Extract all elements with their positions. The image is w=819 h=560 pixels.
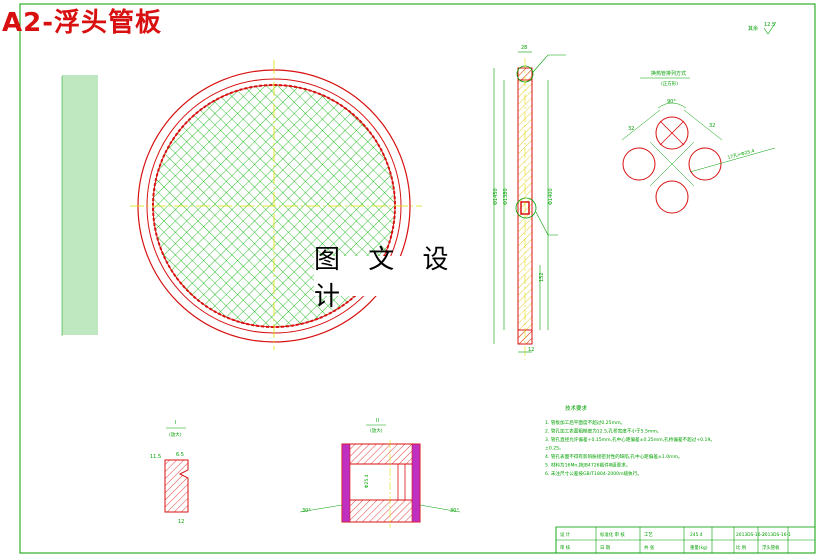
tubesheet-section-view: Φ1450 Φ1380 Φ1400 152 28 12 [493, 45, 566, 360]
roughness-value: 12.5 [764, 22, 775, 28]
detail-circle-2 [515, 197, 537, 219]
roughness-note: 其余 [748, 25, 758, 32]
tube-hole-left [622, 147, 656, 181]
detail-2-right-edge [411, 443, 421, 523]
detail-2-angle-right [419, 504, 461, 513]
title-block-cell: 工艺 [644, 532, 653, 538]
detail-2-label: II [376, 418, 379, 424]
dim-thickness-bottom: 12 [528, 347, 534, 353]
tube-hole-bottom [655, 180, 689, 214]
detail-1-dim-a: 11.5 [150, 454, 161, 460]
tube-hole-ladder [61, 75, 98, 336]
detail-2-dim-v: Φ25.4 [364, 474, 370, 488]
tech-req-item: 4. 管孔表面不得有影响胀接密封性的缺陷,孔中心距偏差±1.0mm。 [545, 453, 683, 460]
title-block-cell: 设 计 [560, 531, 571, 538]
tube-layout-title: 换热管排列方式 [651, 70, 686, 77]
tube-cross-b [659, 120, 685, 146]
tube-layout-subtitle: (正方形) [661, 80, 678, 87]
dim-thickness-top: 28 [521, 45, 527, 51]
title-block-cell: 日 期 [600, 545, 611, 551]
tube-angle: 90° [667, 99, 676, 105]
drawing-frame [19, 3, 816, 554]
tech-req-item: 5. 材料为16Mn,按JB4726锻件Ⅲ级要求。 [545, 462, 630, 469]
detail-1-dim-c: 12 [178, 519, 184, 525]
title-block-cell: 2013DS-16-1 [762, 532, 791, 538]
tech-req-item: ±0.25。 [545, 446, 564, 452]
title-block-cell: 245.4 [690, 532, 703, 538]
dim-dia-inner: Φ1380 [503, 188, 509, 205]
detail-2-angle-left [299, 504, 343, 513]
drawing-title: A2-浮头管板 [2, 8, 163, 38]
title-block-cell: 共 张 [644, 544, 655, 551]
detail-view-2: II (放大) 30° 30° Φ25.4 [299, 418, 461, 528]
detail-1-scale: (放大) [169, 431, 182, 438]
detail-1-label: I [175, 420, 176, 426]
roughness-check-icon [763, 21, 777, 35]
tech-req-item: 1. 管板加工后平面度不超过0.25mm。 [545, 419, 625, 426]
pitch-dim-left [621, 109, 661, 141]
angle-arc [657, 102, 687, 109]
detail-view-1: I (放大) 11.5 6.5 12 [150, 420, 189, 525]
detail-2-bottom-wall [341, 499, 421, 523]
tech-req-item: 2. 管孔加工表面粗糙度为12.5,孔桥宽度不小于5.5mm。 [545, 428, 661, 435]
detail-2-angle-left-text: 30° [302, 508, 311, 514]
dim-dia-outer: Φ1450 [493, 188, 499, 205]
title-block-cell: 标准化 审 核 [600, 531, 625, 538]
tube-note: 17孔=Φ25.4 [727, 147, 756, 161]
detail-1-profile [164, 459, 189, 513]
tube-pitch-right: 32 [709, 123, 715, 129]
detail-2-scale: (放大) [370, 427, 383, 434]
tube-note-leader [689, 147, 776, 173]
watermark: 图 文 设 计 [314, 245, 492, 312]
pitch-dim-right [683, 109, 723, 141]
pitch-line-2 [649, 141, 695, 187]
tech-req-item: 6. 未注尺寸公差按GB/T1804-2000m级执行。 [545, 470, 642, 477]
detail-2-left-edge [341, 443, 351, 523]
roughness-symbol: 其余 12.5 [748, 21, 777, 35]
title-block-cell: 审 核 [560, 544, 571, 551]
title-block-cell: 比 例 [736, 544, 747, 551]
dim-dia-sealing: Φ1400 [548, 188, 554, 205]
tech-req-title: 技术要求 [565, 404, 588, 412]
leader-detail-2 [535, 211, 558, 236]
detail-2-top-wall [341, 443, 421, 465]
detail-1-dim-b: 6.5 [176, 452, 184, 458]
title-block-cell: 重量(kg) [690, 544, 708, 551]
title-block-cell: 浮头管板 [762, 544, 780, 551]
tube-hole-right [688, 147, 722, 181]
leader-detail-1 [532, 54, 566, 73]
dim-slope: 152 [539, 272, 545, 282]
tube-layout-view: 换热管排列方式 (正方形) 90° 32 32 17孔=Φ25.4 [621, 70, 776, 214]
detail-2-angle-right-text: 30° [450, 508, 459, 514]
tube-pitch-left: 32 [628, 126, 634, 132]
technical-requirements: 技术要求 1. 管板加工后平面度不超过0.25mm。 2. 管孔加工表面粗糙度为1… [545, 404, 715, 477]
tech-req-item: 3. 管孔直径允许偏差+0.15mm,孔中心距偏差±0.25mm,孔桥偏差不超过… [545, 436, 715, 443]
title-block-cell: 2013DS-16-2 [736, 532, 765, 538]
tube-hole-top [655, 116, 689, 150]
